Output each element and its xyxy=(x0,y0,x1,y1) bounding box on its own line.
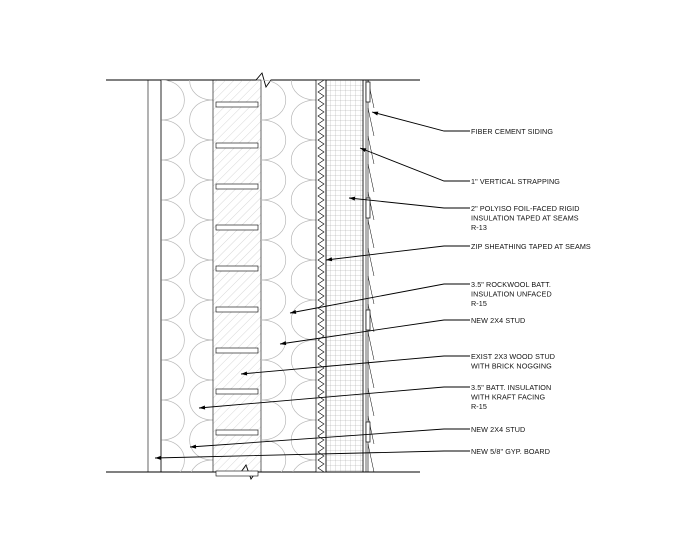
brick-nogging-course xyxy=(215,265,259,272)
brick-nogging-course xyxy=(215,470,259,477)
leader-arrowhead xyxy=(360,148,367,153)
label-fiber-cement-siding: FIBER CEMENT SIDING xyxy=(471,127,553,136)
leader-line xyxy=(279,319,470,345)
brick-nogging-course xyxy=(215,429,259,436)
label-new-2x4-stud-upper: NEW 2X4 STUD xyxy=(471,316,525,325)
label-rockwool-insulation: 3.5" ROCKWOOL BATT. INSULATION UNFACED R… xyxy=(471,280,554,308)
label-gyp-board: NEW 5/8" GYP. BOARD xyxy=(471,447,550,456)
vertical-strapping xyxy=(362,80,367,472)
leader-line xyxy=(359,147,470,182)
brick-nogging-course xyxy=(215,347,259,354)
brick-nogging-course xyxy=(215,101,259,108)
leader-arrowhead xyxy=(241,371,248,376)
existing-stud-brick-nogging xyxy=(212,79,262,477)
gypsum-board-layer xyxy=(147,80,162,472)
leader-arrowhead xyxy=(155,455,162,460)
leader-arrowhead xyxy=(280,341,287,346)
brick-nogging-course xyxy=(215,388,259,395)
strapping-clip xyxy=(365,197,371,219)
zip-sheathing-layer xyxy=(315,79,327,473)
leader-line xyxy=(240,355,470,375)
strapping-clip xyxy=(365,309,371,331)
brick-nogging-course xyxy=(215,306,259,313)
brick-nogging-course xyxy=(215,142,259,149)
label-new-2x4-stud-lower: NEW 2X4 STUD xyxy=(471,425,525,434)
strapping-clip xyxy=(365,421,371,443)
label-zip-sheathing: ZIP SHEATHING TAPED AT SEAMS xyxy=(471,242,591,251)
leader-arrowhead xyxy=(290,309,297,314)
leader-lines xyxy=(154,111,470,460)
leader-arrowhead xyxy=(349,196,356,201)
leader-arrowhead xyxy=(326,257,333,262)
callout-labels: FIBER CEMENT SIDING 1" VERTICAL STRAPPIN… xyxy=(471,127,591,456)
leader-line xyxy=(325,245,470,261)
label-existing-stud: EXIST 2X3 WOOD STUD WITH BRICK NOGGING xyxy=(471,352,557,371)
rockwool-batt-insulation xyxy=(261,80,316,472)
label-kraft-batt-insulation: 3.5" BATT. INSULATION WITH KRAFT FACING … xyxy=(471,383,553,411)
label-polyiso-insulation: 2" POLYISO FOIL-FACED RIGID INSULATION T… xyxy=(471,204,582,232)
brick-nogging-course xyxy=(215,183,259,190)
leader-line xyxy=(154,450,470,459)
leader-line xyxy=(371,111,470,132)
leader-line xyxy=(198,386,470,409)
leader-line xyxy=(348,197,470,209)
label-vertical-strapping: 1" VERTICAL STRAPPING xyxy=(471,177,560,186)
fiber-cement-siding xyxy=(365,79,375,473)
leader-arrowhead xyxy=(372,111,379,116)
leader-line xyxy=(289,283,470,314)
leader-arrowhead xyxy=(190,444,197,449)
kraft-batt-insulation xyxy=(161,80,213,472)
strapping-clip xyxy=(365,81,371,103)
leader-line xyxy=(189,428,470,448)
polyiso-rigid-insulation xyxy=(325,79,364,473)
brick-nogging-course xyxy=(215,224,259,231)
leader-arrowhead xyxy=(199,405,206,410)
